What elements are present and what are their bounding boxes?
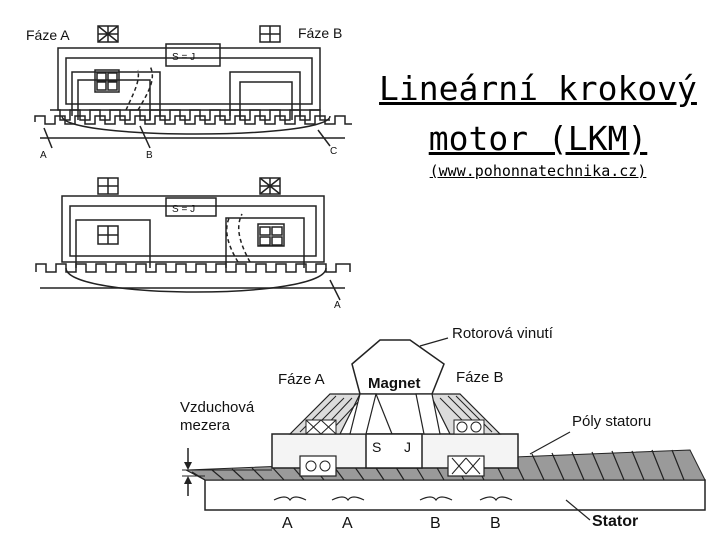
middle-marker-a-leader — [329, 279, 341, 301]
top-marker-c-leader — [317, 129, 331, 147]
bottom-rotor-windings-leader — [419, 337, 449, 347]
top-magnet-label: S = J — [172, 52, 195, 63]
top-marker-c: C — [330, 146, 337, 157]
middle-rotor-frame — [61, 195, 325, 263]
bottom-coil-a-upper — [305, 419, 337, 435]
top-marker-b-leader — [139, 125, 151, 149]
middle-phase-b-indicator-x — [259, 177, 281, 195]
top-stator-teeth — [34, 115, 352, 125]
middle-magnet-label: S = J — [172, 204, 195, 215]
top-coil-a-cell-3 — [96, 81, 107, 91]
bottom-coil-b-upper-dot-icon-2 — [470, 421, 482, 433]
middle-diagram — [35, 177, 351, 301]
slide-title-line1: Lineární krokový — [379, 69, 697, 108]
top-flux-loop-outer — [61, 115, 331, 135]
top-phase-b-indicator-grid — [260, 26, 280, 42]
bottom-coil-a-upper-x-icon — [305, 419, 337, 435]
top-coil-a-cell-2 — [107, 72, 118, 82]
bottom-winding-a-lines — [299, 395, 359, 433]
slide-title: Lineární krokový motor (LKM) — [378, 64, 698, 164]
bottom-diagram — [182, 337, 706, 521]
top-flux-loop-2 — [77, 79, 151, 120]
bottom-magnet-pole-j: J — [404, 439, 411, 455]
bottom-coil-b-upper-dot-icon-1 — [456, 421, 468, 433]
bottom-air-gap-label-line1: Vzduchová — [180, 399, 255, 416]
bottom-magnet-poles — [365, 433, 423, 469]
middle-flux-loop-2 — [225, 217, 305, 268]
bottom-air-gap-arrow-up-icon — [184, 476, 192, 484]
top-diagram — [34, 25, 352, 149]
bottom-air-gap-label-line2: mezera — [180, 417, 231, 434]
middle-coil-a-grid — [98, 226, 118, 244]
bottom-pole-group-a — [299, 455, 337, 477]
top-phase-a-label: Fáze A — [26, 27, 70, 43]
bottom-brace-a2 — [331, 496, 365, 502]
bottom-pole-label: B — [490, 515, 501, 532]
bottom-stator-body — [204, 479, 706, 511]
slide-title-line2: motor (LKM) — [428, 119, 648, 158]
middle-coil-b-cell-1 — [259, 226, 271, 236]
top-phase-a-indicator-x — [97, 25, 119, 43]
top-phase-b-label: Fáze B — [298, 25, 342, 41]
top-flux-loop-4 — [239, 81, 293, 120]
bottom-magnet-wedge-left — [349, 393, 377, 435]
top-coil-a — [94, 69, 120, 93]
bottom-stator-poles-leader — [529, 431, 571, 455]
middle-magnet-block — [165, 197, 217, 217]
bottom-magnet-label: Magnet — [368, 375, 421, 392]
middle-stator-teeth — [35, 263, 351, 273]
top-rotor-frame — [57, 47, 321, 111]
top-flux-dashed-2 — [125, 69, 140, 111]
top-rotor-teeth — [50, 109, 330, 121]
top-magnet-block — [165, 43, 221, 67]
top-rotor-inner-frame — [65, 57, 313, 105]
bottom-air-gap-lines — [182, 469, 272, 477]
middle-flux-loop-1 — [75, 219, 151, 268]
bottom-stator-leader — [565, 499, 591, 521]
bottom-magnet-pole-s: S — [372, 439, 381, 455]
top-flux-dashed-1 — [137, 65, 154, 111]
source-url: (www.pohonnatechnika.cz) — [429, 162, 647, 180]
bottom-pole-label: B — [430, 515, 441, 532]
bottom-pole-label: A — [282, 515, 293, 532]
middle-coil-b — [257, 223, 285, 247]
bottom-brace-b2 — [479, 496, 513, 502]
bottom-air-gap-arrow-down-icon — [184, 462, 192, 470]
middle-coil-b-cell-2 — [271, 226, 283, 236]
top-marker-b: B — [146, 150, 153, 161]
top-marker-a-leader — [43, 127, 53, 149]
middle-flux-dashed-2 — [225, 215, 239, 263]
middle-rotor-inner-frame — [69, 205, 317, 257]
middle-phase-a-indicator-grid — [98, 178, 118, 194]
bottom-phase-b-label: Fáze B — [456, 369, 504, 386]
middle-marker-a: A — [334, 300, 341, 311]
bottom-brace-b1 — [419, 496, 453, 502]
bottom-brace-a1 — [273, 496, 307, 502]
middle-flux-dashed-1 — [237, 213, 251, 263]
bottom-magnet-divider — [375, 393, 393, 435]
middle-coil-b-cell-3 — [259, 236, 271, 246]
bottom-pole-group-b — [447, 455, 485, 477]
top-flux-loop-1 — [71, 71, 161, 116]
bottom-coil-a-lower-dot-icon-2 — [319, 460, 331, 472]
bottom-rotor-windings-label: Rotorová vinutí — [452, 325, 554, 342]
middle-flux-loop-outer — [65, 267, 327, 293]
bottom-pole-label: A — [342, 515, 353, 532]
top-flux-loop-3 — [229, 71, 301, 116]
bottom-stator-poles-label: Póly statoru — [572, 413, 651, 430]
bottom-coil-b-lower-x-icon — [451, 457, 481, 475]
top-coil-a-cell-4 — [107, 81, 118, 91]
top-marker-a: A — [40, 150, 47, 161]
middle-coil-b-cell-4 — [271, 236, 283, 246]
bottom-magnet-wedge-right — [415, 393, 441, 435]
bottom-coil-a-lower-dot-icon-1 — [305, 460, 317, 472]
top-coil-a-cell-1 — [96, 72, 107, 82]
bottom-phase-a-label: Fáze A — [278, 371, 325, 388]
bottom-stator-label: Stator — [592, 513, 638, 530]
